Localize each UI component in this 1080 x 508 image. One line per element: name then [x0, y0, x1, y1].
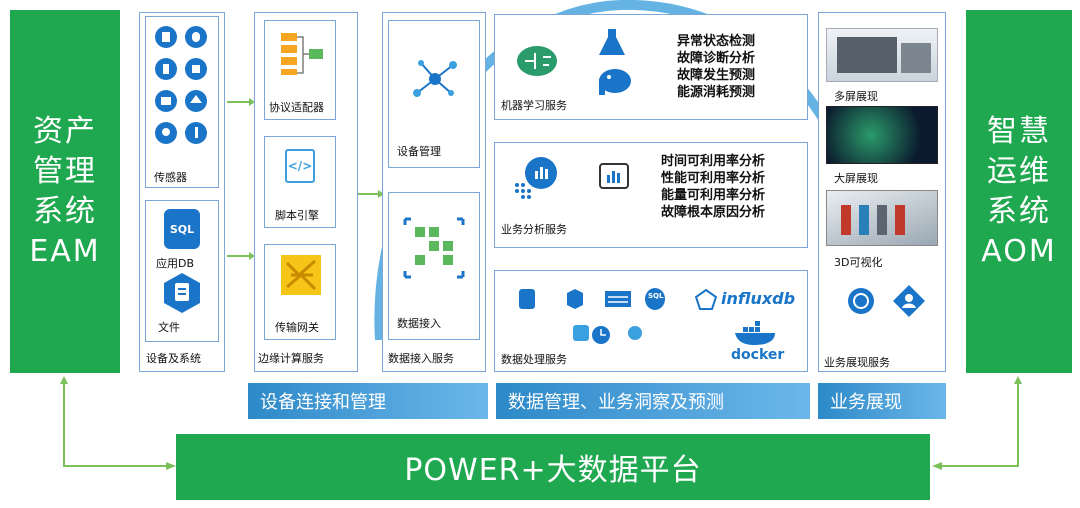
device-mgmt-box: 设备管理	[388, 20, 480, 168]
analytics-icon	[515, 157, 557, 199]
dp-service-box: SQL influxdb docker 数据处理服务	[494, 270, 808, 372]
power-platform-bar: POWER+大数据平台	[176, 434, 930, 500]
sensors-box: 传感器	[145, 16, 219, 188]
ba-list: 时间可利用率分析 性能可利用率分析 能量可利用率分析 故障根本原因分析	[661, 154, 766, 220]
aom-title: 智慧 运维 系统 AOM	[981, 113, 1057, 269]
ingest-footer: 数据接入服务	[388, 352, 454, 365]
protocol-adapter-icon	[281, 33, 323, 75]
gateway-label: 传输网关	[275, 321, 319, 334]
data-ingest-icon	[403, 217, 465, 279]
script-engine-box: </> 脚本引擎	[264, 136, 336, 228]
ml-label: 机器学习服务	[501, 99, 567, 112]
ba-label: 业务分析服务	[501, 223, 567, 236]
azure-ad-icon	[893, 285, 925, 317]
data-ingest-label: 数据接入	[397, 317, 441, 330]
sensor-icons	[155, 26, 207, 144]
ml-service-box: 机器学习服务 异常状态检测 故障诊断分析 故障发生预测 能源消耗预测	[494, 14, 808, 120]
powerbi-icon	[599, 163, 629, 189]
viz3d-image	[826, 190, 938, 246]
db-file-box: SQL 应用DB 文件	[145, 200, 219, 342]
influxdb-icon	[695, 289, 717, 310]
display-footer: 业务展现服务	[824, 356, 890, 369]
gateway-icon	[281, 255, 321, 295]
docker-whale-icon	[735, 321, 775, 345]
docker-logo: docker	[731, 347, 785, 363]
flask-icon	[599, 29, 625, 55]
influxdb-logo: influxdb	[721, 289, 796, 308]
file-icon	[164, 273, 200, 313]
multi-screen-label: 多屏展现	[834, 90, 878, 103]
script-icon: </>	[285, 149, 315, 183]
ml-list: 异常状态检测 故障诊断分析 故障发生预测 能源消耗预测	[677, 34, 756, 100]
protocol-adapter-box: 协议适配器	[264, 20, 336, 120]
dp-icons	[519, 288, 665, 344]
web-app-icon	[848, 288, 874, 314]
gateway-box: 传输网关	[264, 244, 336, 340]
eam-panel: 资产 管理 系统 EAM	[10, 10, 120, 373]
multi-screen-image	[826, 28, 938, 82]
devices-footer: 设备及系统	[146, 352, 201, 365]
file-label: 文件	[158, 321, 180, 334]
sql-db-icon: SQL	[164, 209, 200, 249]
section-biz-display: 业务展现	[818, 383, 946, 419]
eam-title: 资产 管理 系统 EAM	[29, 113, 101, 269]
script-engine-label: 脚本引擎	[275, 209, 319, 222]
ba-service-box: 业务分析服务 时间可利用率分析 性能可利用率分析 能量可利用率分析 故障根本原因…	[494, 142, 808, 248]
brain-icon	[517, 46, 557, 76]
arrow-edge-ingest	[358, 190, 384, 198]
aom-panel: 智慧 运维 系统 AOM	[966, 10, 1072, 373]
dp-sql-text: SQL	[648, 292, 664, 300]
dp-label: 数据处理服务	[501, 353, 567, 366]
big-screen-image	[826, 106, 938, 164]
protocol-adapter-label: 协议适配器	[269, 101, 324, 114]
viz3d-label: 3D可视化	[834, 256, 883, 269]
data-ingest-box: 数据接入	[388, 192, 480, 340]
sensors-label: 传感器	[154, 171, 187, 184]
big-screen-label: 大屏展现	[834, 172, 878, 185]
bottom-connectors	[60, 376, 1022, 470]
device-mgmt-label: 设备管理	[397, 145, 441, 158]
db-label: 应用DB	[156, 257, 195, 270]
edge-footer: 边缘计算服务	[258, 352, 324, 365]
section-data-mgmt: 数据管理、业务洞察及预测	[496, 383, 810, 419]
arrows-devices-edge	[227, 98, 255, 260]
hadoop-elephant-icon	[599, 69, 631, 95]
device-mgmt-icon	[413, 60, 457, 97]
power-platform-title: POWER+大数据平台	[404, 453, 702, 488]
section-device-conn: 设备连接和管理	[248, 383, 488, 419]
